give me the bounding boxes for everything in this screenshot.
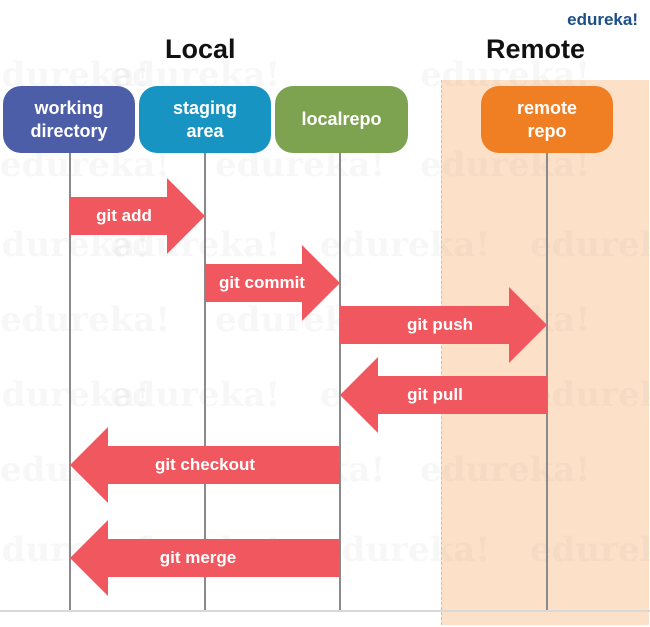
box-working-directory: working directory xyxy=(3,86,135,153)
box-working-directory-line1: working xyxy=(34,97,104,118)
box-remote-repo-line1: remote xyxy=(516,97,578,118)
arrow-git-pull xyxy=(340,357,547,433)
box-remote-repo: remote repo xyxy=(481,86,613,153)
arrow-label-git-add: git add xyxy=(96,206,152,225)
lifeline-staging-area xyxy=(204,150,206,610)
section-title-local: Local xyxy=(165,34,236,64)
arrow-label-git-checkout: git checkout xyxy=(154,455,256,474)
box-working-directory-line2: directory xyxy=(30,120,108,141)
box-staging-area-line1: staging xyxy=(172,97,237,118)
box-staging-area-line2: area xyxy=(186,120,224,141)
arrow-git-add xyxy=(70,178,205,254)
section-title-remote: Remote xyxy=(486,34,586,64)
box-localrepo: localrepo xyxy=(275,86,408,153)
arrow-git-commit xyxy=(205,245,340,321)
brand-logo: edureka! xyxy=(567,10,638,29)
box-staging-area: staging area xyxy=(139,86,271,153)
arrow-git-checkout xyxy=(70,427,340,503)
arrow-label-git-pull: git pull xyxy=(407,385,463,404)
box-localrepo-line1: localrepo xyxy=(301,109,382,129)
arrow-git-merge xyxy=(70,520,340,596)
arrow-label-git-merge: git merge xyxy=(159,548,237,567)
arrow-label-git-commit: git commit xyxy=(219,273,305,292)
arrow-git-push xyxy=(340,287,547,363)
remote-section-background xyxy=(441,80,649,625)
lifeline-localrepo xyxy=(339,150,341,610)
lifeline-working-directory xyxy=(69,150,71,610)
arrow-label-git-push: git push xyxy=(406,315,474,334)
bottom-divider xyxy=(0,610,650,612)
box-remote-repo-line2: repo xyxy=(527,120,567,141)
